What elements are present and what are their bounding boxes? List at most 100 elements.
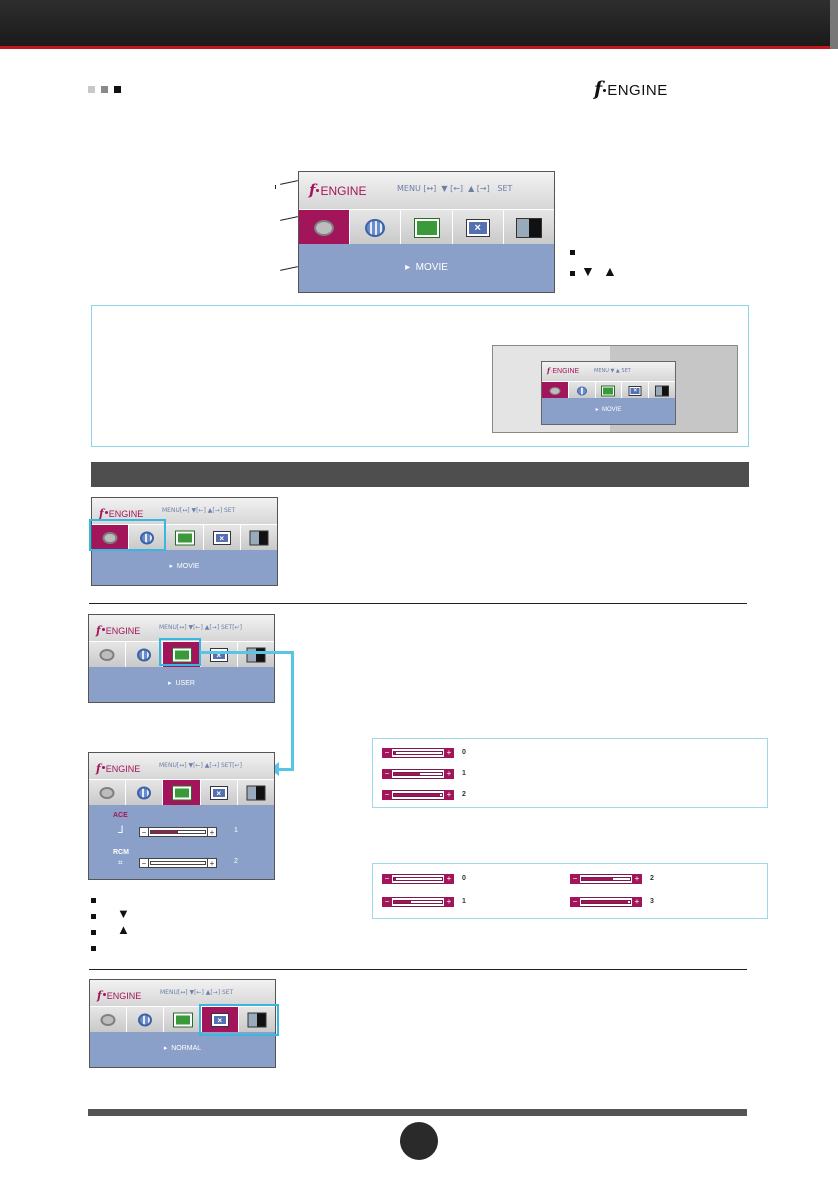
mode-tile-normal[interactable]: × (200, 642, 238, 667)
osd-value-label: ▸ MOVIE (405, 262, 448, 273)
callout-line (280, 180, 298, 185)
connector-line (291, 651, 294, 771)
mode-tile-movie[interactable] (299, 210, 351, 245)
mode-tile-user[interactable] (595, 382, 623, 399)
picture-icon (601, 385, 616, 396)
mode-tile-internet[interactable] (126, 780, 164, 805)
mode-tile-demo[interactable] (240, 525, 278, 550)
mode-tile-internet[interactable] (126, 642, 164, 667)
page-number-badge (400, 1122, 438, 1160)
osd-brand: f·ENGINE (547, 366, 580, 375)
osd-mode-tiles: × (299, 210, 555, 245)
mode-tile-demo[interactable] (238, 1007, 276, 1032)
level-value: 2 (650, 875, 654, 882)
demo-icon (655, 385, 670, 396)
info-box (91, 305, 749, 447)
osd-mode-tiles: × (542, 382, 675, 399)
globe-icon (140, 531, 155, 544)
mode-tile-movie[interactable] (89, 642, 127, 667)
mode-tile-internet[interactable] (568, 382, 596, 399)
osd-mode-tiles: × (92, 525, 278, 550)
mode-tile-user[interactable] (163, 780, 201, 805)
picture-icon (171, 785, 192, 800)
level-slider: −+ (570, 897, 642, 907)
osd-controls: MENU[↔] ▼[←] ▲[→] SET (160, 989, 234, 996)
mode-tile-user[interactable] (164, 1007, 202, 1032)
callout-line (280, 216, 298, 221)
page-edge (830, 0, 838, 49)
demo-icon (249, 530, 269, 545)
mode-tile-demo[interactable] (237, 642, 275, 667)
mode-tile-user[interactable] (163, 642, 201, 667)
osd-controls: MENU ▼ ▲ SET (594, 368, 631, 374)
mode-tile-movie[interactable] (92, 525, 130, 550)
down-arrow-icon: ▼ (581, 263, 595, 279)
level-value: 1 (462, 770, 466, 777)
mode-tile-internet[interactable] (129, 525, 167, 550)
down-arrow-icon: ▼ (117, 906, 130, 921)
osd-value-area: ▸ USER (89, 667, 274, 702)
mode-tile-movie[interactable] (90, 1007, 128, 1032)
ace-value: 1 (234, 827, 238, 834)
connector-line (276, 768, 294, 771)
mode-tile-movie[interactable] (542, 382, 569, 399)
osd-mode-tiles: × (89, 780, 275, 805)
rcm-label: RCM (113, 849, 129, 856)
film-reel-icon (99, 648, 115, 661)
rcm-slider[interactable]: −+ (139, 858, 217, 868)
mode-tile-internet[interactable] (127, 1007, 165, 1032)
osd-value-label: ▸ USER (168, 680, 195, 687)
mode-tile-demo[interactable] (503, 210, 555, 245)
osd-controls: MENU[↔] ▼[←] ▲[→] SET[↵] (159, 624, 242, 631)
mode-tile-demo[interactable] (649, 382, 675, 399)
globe-icon (138, 1013, 153, 1026)
mode-tile-normal[interactable]: × (200, 780, 238, 805)
mode-tile-user[interactable] (401, 210, 453, 245)
close-icon: × (210, 1012, 229, 1027)
ace-icon: ⅃ (118, 825, 124, 836)
mode-tile-normal[interactable]: × (201, 1007, 239, 1032)
osd-mode-tiles: × (90, 1007, 276, 1032)
level-value: 3 (650, 898, 654, 905)
marker-square-2 (101, 86, 108, 93)
callout-line (275, 185, 276, 189)
globe-icon (137, 648, 152, 661)
osd-mode-tiles: × (89, 642, 275, 667)
ace-levels-box: −+0−+1−+2 (372, 738, 768, 808)
film-reel-icon (100, 1013, 116, 1026)
mode-tile-demo[interactable] (237, 780, 275, 805)
level-slider: −+ (382, 897, 454, 907)
divider (89, 969, 747, 970)
bullet (91, 914, 96, 919)
level-slider: −+ (570, 874, 642, 884)
ace-slider[interactable]: −+ (139, 827, 217, 837)
mode-tile-normal[interactable]: × (203, 525, 241, 550)
rcm-value: 2 (234, 858, 238, 865)
mode-tile-normal[interactable]: × (622, 382, 650, 399)
film-reel-icon (99, 786, 115, 799)
mode-tile-movie[interactable] (89, 780, 127, 805)
mode-tile-user[interactable] (166, 525, 204, 550)
osd-value-label: ▸ NORMAL (163, 1045, 202, 1052)
mode-tile-normal[interactable]: × (452, 210, 504, 245)
film-reel-icon (549, 386, 561, 395)
osd-header: f·ENGINE MENU ▼ ▲ SET (542, 362, 675, 381)
level-slider: −+ (382, 874, 454, 884)
level-value: 2 (462, 791, 466, 798)
connector-line (200, 651, 294, 654)
globe-icon (576, 386, 587, 395)
osd-value-label: ▸ MOVIE (595, 407, 622, 413)
mode-tile-internet[interactable] (350, 210, 402, 245)
divider (89, 603, 747, 604)
